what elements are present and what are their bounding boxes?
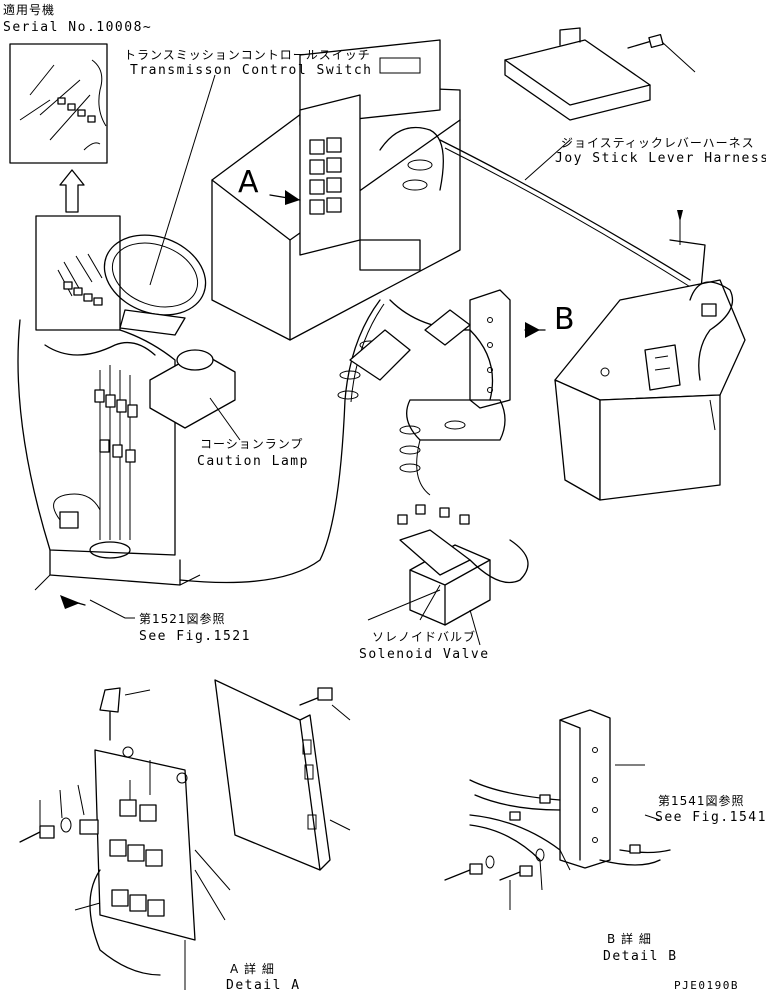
detail-a-title-jp: A 詳 細 xyxy=(230,962,275,976)
caution-lamp-label-jp: コーションランプ xyxy=(200,437,304,451)
detail-a-title-en: Detail A xyxy=(226,978,301,993)
steering-console xyxy=(17,215,207,591)
solenoid-harness xyxy=(179,299,506,584)
joystick-harness-label-jp: ジョイスティックレバーハーネス xyxy=(561,136,755,150)
bolt xyxy=(627,33,696,73)
bracket-b xyxy=(469,289,546,409)
detail-a-controller-unit xyxy=(214,679,351,871)
side-console xyxy=(554,279,746,501)
serial-label-jp: 適用号機 xyxy=(3,3,56,17)
joystick-harness-label-en: Joy Stick Lever Harness xyxy=(555,151,766,166)
detail-a-callout: A xyxy=(238,165,259,200)
solenoid-valve xyxy=(399,529,529,626)
detail-a-relay-panel xyxy=(19,687,231,990)
drawing-number: PJE0190B xyxy=(674,979,739,992)
serial-inset-box xyxy=(9,43,108,164)
joystick-harness-cable xyxy=(439,139,706,301)
transmission-switch-label-jp: トランスミッションコントロールスイッチ xyxy=(124,48,371,62)
detail-b-title-jp: B 詳 細 xyxy=(607,932,652,946)
caution-lamp-label-en: Caution Lamp xyxy=(197,454,309,469)
fig1541-ref-jp: 第1541図参照 xyxy=(658,794,745,808)
solenoid-valve-label-jp: ソレノイドバルブ xyxy=(372,630,477,644)
transmission-switch-label-en: Transmisson Control Switch xyxy=(130,63,373,78)
fig1521-ref-en: See Fig.1521 xyxy=(139,629,251,644)
caution-lamp xyxy=(149,349,241,441)
detail-b-callout: B xyxy=(554,302,575,337)
leader-lines xyxy=(60,74,661,821)
controller-housing xyxy=(211,39,461,341)
detail-b-title-en: Detail B xyxy=(603,949,678,964)
fig1521-ref-jp: 第1521図参照 xyxy=(139,612,226,626)
serial-label-en: Serial No.10008~ xyxy=(3,20,153,35)
upward-arrow xyxy=(59,169,85,213)
detail-b-bracket xyxy=(444,709,671,910)
cover-bracket xyxy=(504,27,651,121)
fig1541-ref-en: See Fig.1541 xyxy=(655,810,766,825)
solenoid-valve-label-en: Solenoid Valve xyxy=(359,647,490,662)
